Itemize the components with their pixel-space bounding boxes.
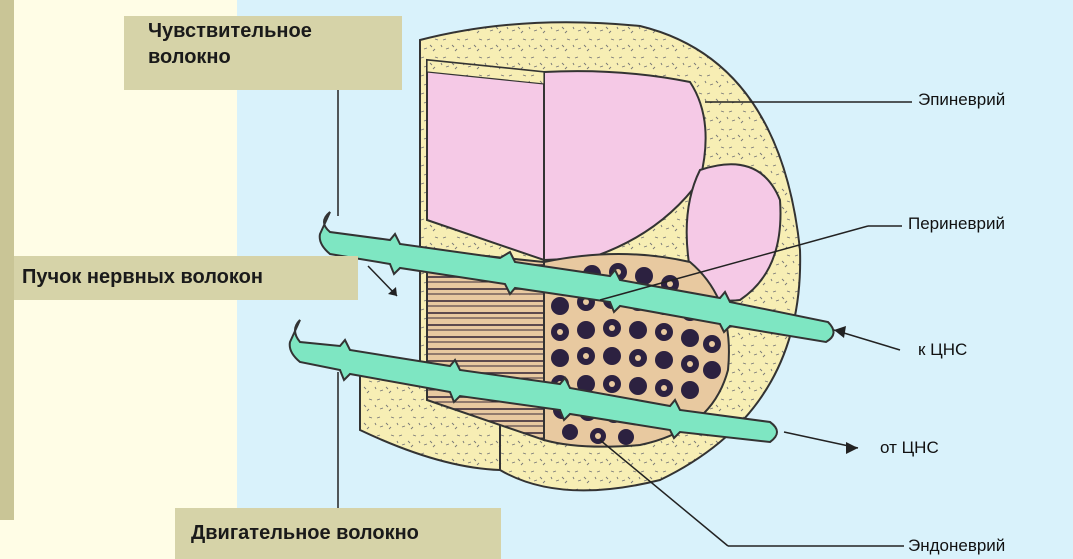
- callout-motor-fiber: Двигательное волокно: [175, 508, 501, 559]
- label-perineurium: Периневрий: [908, 214, 1005, 234]
- label-from-cns: от ЦНС: [880, 438, 939, 458]
- label-to-cns: к ЦНС: [918, 340, 967, 360]
- label-endoneurium: Эндоневрий: [908, 536, 1005, 556]
- label-epineurium: Эпиневрий: [918, 90, 1005, 110]
- callout-sensory-fiber: Чувствительное волокно: [124, 16, 402, 90]
- callout-nerve-bundle: Пучок нервных волокон: [14, 256, 358, 300]
- callout-sensory-line-1: Чувствительное: [148, 18, 402, 44]
- callout-sensory-line-2: волокно: [148, 44, 402, 70]
